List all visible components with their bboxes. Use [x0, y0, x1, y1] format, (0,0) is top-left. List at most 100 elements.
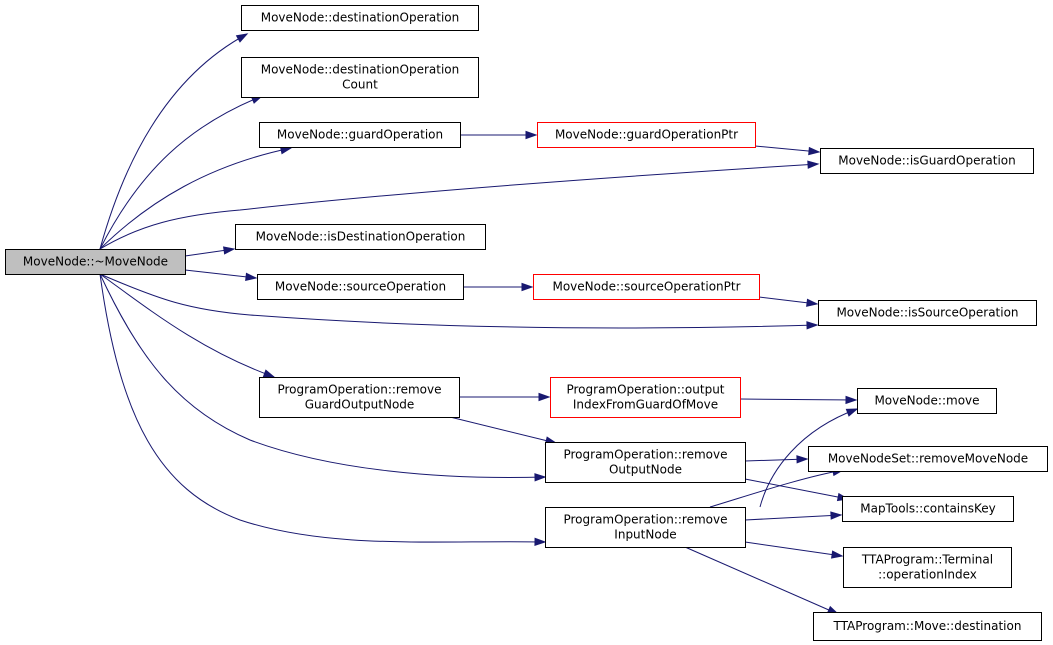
edge-line	[99, 147, 292, 250]
node-label: ProgramOperation::output	[566, 383, 724, 397]
node-box	[545, 507, 746, 548]
arrowhead	[235, 33, 249, 43]
edge-source_op-to-source_op_ptr	[463, 282, 534, 292]
node-box	[550, 377, 741, 418]
arrowhead	[845, 408, 859, 417]
node-label: MoveNode::guardOperationPtr	[555, 128, 738, 142]
node-box	[818, 300, 1037, 326]
edge-po_remove_input-to-tta_terminal	[744, 541, 844, 559]
edge-line	[684, 546, 839, 615]
node-label: MoveNode::move	[874, 394, 979, 408]
node-mn-move[interactable]: MoveNode::move	[857, 388, 997, 414]
node-label: ::operationIndex	[878, 568, 977, 582]
edge-root-to-source_op	[184, 269, 258, 282]
edge-line	[739, 398, 857, 401]
node-label: OutputNode	[609, 463, 682, 477]
node-label: ProgramOperation::remove	[563, 513, 727, 527]
arrowhead	[831, 550, 844, 559]
edge-line	[709, 469, 844, 508]
node-label: TTAProgram::Move::destination	[833, 619, 1022, 633]
node-label: MoveNode::destinationOperation	[261, 63, 460, 77]
edge-line	[99, 163, 819, 250]
node-label: MoveNode::~MoveNode	[23, 255, 168, 269]
node-guard-op[interactable]: MoveNode::guardOperation	[259, 122, 461, 148]
node-box	[808, 446, 1048, 472]
arrowhead	[534, 473, 547, 482]
edge-po_remove_input-to-mn_move	[759, 408, 859, 508]
node-label: MoveNode::destinationOperation	[261, 11, 460, 25]
node-mns-remove[interactable]: MoveNodeSet::removeMoveNode	[808, 446, 1048, 472]
node-label: MoveNode::guardOperation	[277, 128, 443, 142]
arrowhead	[806, 321, 819, 330]
edge-line	[99, 273, 546, 479]
node-source-op-ptr[interactable]: MoveNode::sourceOperationPtr	[533, 274, 760, 300]
edge-line	[744, 541, 843, 557]
node-label: Count	[342, 78, 378, 92]
node-po-output-index[interactable]: ProgramOperation::outputIndexFromGuardOf…	[550, 377, 741, 418]
arrowhead	[262, 369, 276, 378]
node-label: TTAProgram::Terminal	[861, 553, 993, 567]
arrowhead	[807, 160, 820, 169]
node-dest-op[interactable]: MoveNode::destinationOperation	[241, 5, 479, 31]
edge-guard_op-to-guard_op_ptr	[460, 130, 538, 140]
edge-po_remove_guard-to-po_output_index	[459, 392, 551, 402]
edge-po_remove_input-to-tta_move_dest	[684, 546, 840, 615]
node-is-guard-op[interactable]: MoveNode::isGuardOperation	[820, 148, 1034, 174]
edge-root-to-po_remove_input	[99, 273, 547, 547]
call-nodes: MoveNode::~MoveNode MoveNode::destination…	[5, 5, 1048, 641]
edge-root-to-dest_op	[99, 33, 249, 250]
arrowhead	[245, 272, 258, 282]
edge-root-to-is_guard_op	[99, 160, 820, 250]
node-box	[241, 57, 479, 98]
node-box	[259, 377, 460, 418]
node-guard-op-ptr[interactable]: MoveNode::guardOperationPtr	[537, 122, 756, 148]
edge-root-to-is_source_op	[99, 273, 819, 330]
node-box	[533, 274, 760, 300]
node-label: MoveNode::sourceOperationPtr	[552, 280, 740, 294]
edge-po_remove_input-to-map_contains	[744, 511, 843, 521]
node-label: MapTools::containsKey	[860, 502, 996, 516]
node-box	[820, 148, 1034, 174]
arrowhead	[538, 392, 551, 402]
edge-line	[449, 416, 557, 444]
node-box	[235, 224, 486, 250]
arrowhead	[534, 537, 547, 547]
edge-line	[744, 478, 849, 500]
node-label: MoveNode::isDestinationOperation	[256, 230, 466, 244]
node-tta-terminal[interactable]: TTAProgram::Terminal::operationIndex	[843, 547, 1012, 588]
node-root[interactable]: MoveNode::~MoveNode	[5, 249, 186, 275]
node-label: MoveNodeSet::removeMoveNode	[828, 452, 1028, 466]
edge-line	[759, 408, 858, 508]
edge-po_remove_guard-to-po_remove_output	[449, 416, 558, 445]
arrowhead	[525, 130, 538, 140]
node-is-dest-op[interactable]: MoveNode::isDestinationOperation	[235, 224, 486, 250]
node-source-op[interactable]: MoveNode::sourceOperation	[257, 274, 464, 300]
edge-source_op_ptr-to-is_source_op	[758, 296, 819, 307]
node-box	[813, 612, 1042, 641]
arrowhead	[796, 455, 809, 464]
node-label: ProgramOperation::remove	[277, 383, 441, 397]
edge-line	[99, 273, 818, 329]
node-is-source-op[interactable]: MoveNode::isSourceOperation	[818, 300, 1037, 326]
node-label: MoveNode::sourceOperation	[275, 280, 446, 294]
node-box	[545, 442, 746, 483]
node-box	[259, 122, 461, 148]
node-label: IndexFromGuardOfMove	[573, 398, 718, 412]
edge-line	[99, 273, 275, 378]
arrowhead	[830, 511, 843, 520]
node-box	[843, 547, 1012, 588]
node-box	[5, 249, 186, 275]
edge-root-to-po_remove_output	[99, 273, 547, 482]
node-tta-move-dest[interactable]: TTAProgram::Move::destination	[813, 612, 1042, 641]
node-box	[842, 496, 1014, 522]
node-map-contains[interactable]: MapTools::containsKey	[842, 496, 1014, 522]
arrowhead	[808, 146, 821, 156]
node-label: GuardOutputNode	[305, 398, 415, 412]
edge-line	[99, 33, 248, 250]
node-label: ProgramOperation::remove	[563, 448, 727, 462]
node-box	[257, 274, 464, 300]
